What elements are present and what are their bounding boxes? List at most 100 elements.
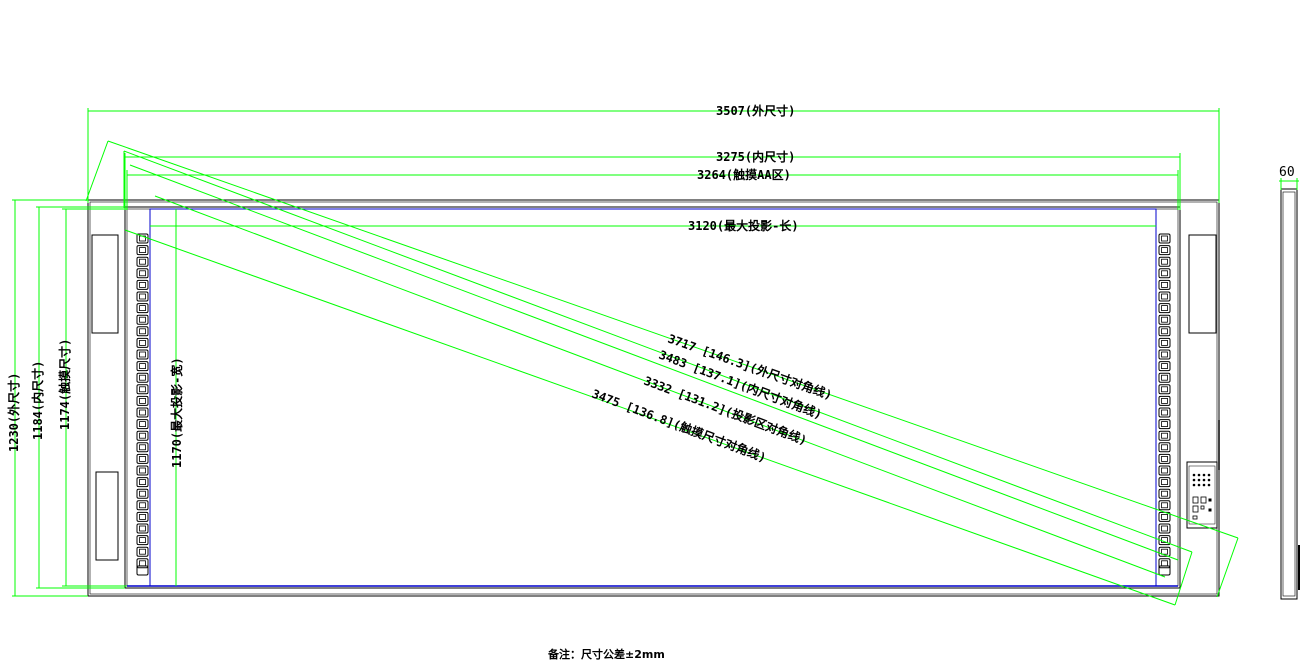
sensor-lens <box>1161 247 1168 254</box>
sensor-cell <box>1158 395 1171 406</box>
sensor-lens <box>1161 351 1168 358</box>
board-frame <box>87 199 1220 597</box>
sensor-cell <box>136 419 149 430</box>
sensor-lens <box>139 421 146 428</box>
sensor-lens <box>1161 421 1168 428</box>
sensor-lens <box>1161 328 1168 335</box>
sensor-cell <box>1158 407 1171 418</box>
sensor-lens <box>139 548 146 555</box>
sensor-cell <box>1158 314 1171 325</box>
projection-height-label: 1170(最大投影-宽) <box>169 357 184 468</box>
inner-width-label: 3275(内尺寸) <box>716 149 795 164</box>
sensor-cell <box>136 442 149 453</box>
sensor-lens <box>139 537 146 543</box>
sensor-lens <box>1161 258 1168 265</box>
sensor-cell <box>136 245 149 256</box>
sensor-lens <box>1161 316 1168 323</box>
sensor-cell <box>1158 442 1171 453</box>
outer-width-label: 3507(外尺寸) <box>716 103 795 118</box>
sensor-cell <box>1158 361 1171 372</box>
sensor-cell <box>136 314 149 325</box>
sensor-lens <box>139 514 146 520</box>
sensor-lens <box>1161 305 1168 312</box>
sensor-cell <box>1158 430 1171 441</box>
sensor-lens <box>1161 339 1168 346</box>
sensor-cell <box>136 256 149 267</box>
sensor-lens <box>1161 479 1168 486</box>
sensor-lens <box>139 258 146 265</box>
sensor-lens <box>1161 455 1168 462</box>
inner-height-label: 1184(内尺寸) <box>30 361 45 440</box>
sensor-cell <box>1158 546 1171 557</box>
sensor-lens <box>139 363 146 370</box>
sensor-cell <box>1158 337 1171 348</box>
sensor-cell <box>136 565 149 576</box>
sensor-cell <box>136 361 149 372</box>
vertical-dimensions <box>12 199 177 597</box>
side-thickness-label: 60 <box>1279 165 1295 180</box>
sensor-lens <box>1161 293 1168 300</box>
sensor-lens <box>139 490 146 497</box>
sensor-lens <box>1161 386 1168 393</box>
sensor-cell <box>1158 477 1171 488</box>
touch-height-label: 1174(触摸尺寸) <box>57 339 72 430</box>
sensor-lens <box>139 351 146 358</box>
sensor-lens <box>1161 444 1168 451</box>
sensor-cell <box>136 279 149 290</box>
sensor-lens <box>139 293 146 300</box>
sensor-lens <box>139 386 146 393</box>
sensor-cell <box>136 465 149 476</box>
sensor-lens <box>139 270 146 277</box>
right-upper-panel <box>1188 234 1217 334</box>
sensor-cell <box>1158 523 1171 534</box>
sensor-lens <box>1161 525 1168 532</box>
sensor-lens <box>1161 409 1168 416</box>
sensor-cell <box>1158 465 1171 476</box>
sensor-lens <box>1161 363 1168 370</box>
diagonal-dimensions <box>85 140 1239 606</box>
sensor-cell <box>1158 565 1171 576</box>
sensor-column-right <box>1158 233 1171 576</box>
sensor-lens <box>1161 502 1168 509</box>
sensor-cell <box>136 349 149 360</box>
sensor-cell <box>1158 488 1171 499</box>
side-view <box>1280 188 1300 600</box>
sensor-cell <box>136 453 149 464</box>
sensor-column-left <box>136 233 149 576</box>
sensor-cell <box>136 384 149 395</box>
sensor-lens <box>1161 548 1168 555</box>
outer-height-label: 1230(外尺寸) <box>6 373 21 452</box>
sensor-lens <box>1161 560 1168 567</box>
sensor-lens <box>139 525 146 532</box>
sensor-lens <box>139 397 146 404</box>
sensor-lens <box>1161 270 1168 277</box>
sensor-cell <box>1158 384 1171 395</box>
sensor-cell <box>1158 453 1171 464</box>
sensor-cell <box>1158 245 1171 256</box>
sensor-cell <box>136 535 149 546</box>
sensor-cell <box>136 523 149 534</box>
sensor-cell <box>1158 326 1171 337</box>
sensor-cell <box>136 407 149 418</box>
left-upper-panel <box>91 234 119 334</box>
sensor-cell <box>136 511 149 522</box>
horizontal-dimensions <box>87 108 1220 227</box>
sensor-cell <box>1158 349 1171 360</box>
sensor-cell <box>136 488 149 499</box>
sensor-lens <box>1161 281 1168 288</box>
sensor-cell <box>136 268 149 279</box>
sensor-lens <box>139 247 146 254</box>
sensor-lens <box>1161 490 1168 497</box>
side-thickness-dimension <box>1279 178 1299 190</box>
sensor-lens <box>139 467 146 474</box>
sensor-lens <box>1161 397 1168 404</box>
sensor-cell <box>136 558 149 569</box>
sensor-cell <box>1158 233 1171 244</box>
tolerance-note: 备注：尺寸公差±2mm <box>548 648 665 661</box>
sensor-lens <box>139 455 146 462</box>
sensor-lens <box>1161 467 1168 474</box>
sensor-lens <box>1161 514 1168 520</box>
sensor-cell <box>136 326 149 337</box>
control-keypad-icon <box>1186 461 1218 529</box>
